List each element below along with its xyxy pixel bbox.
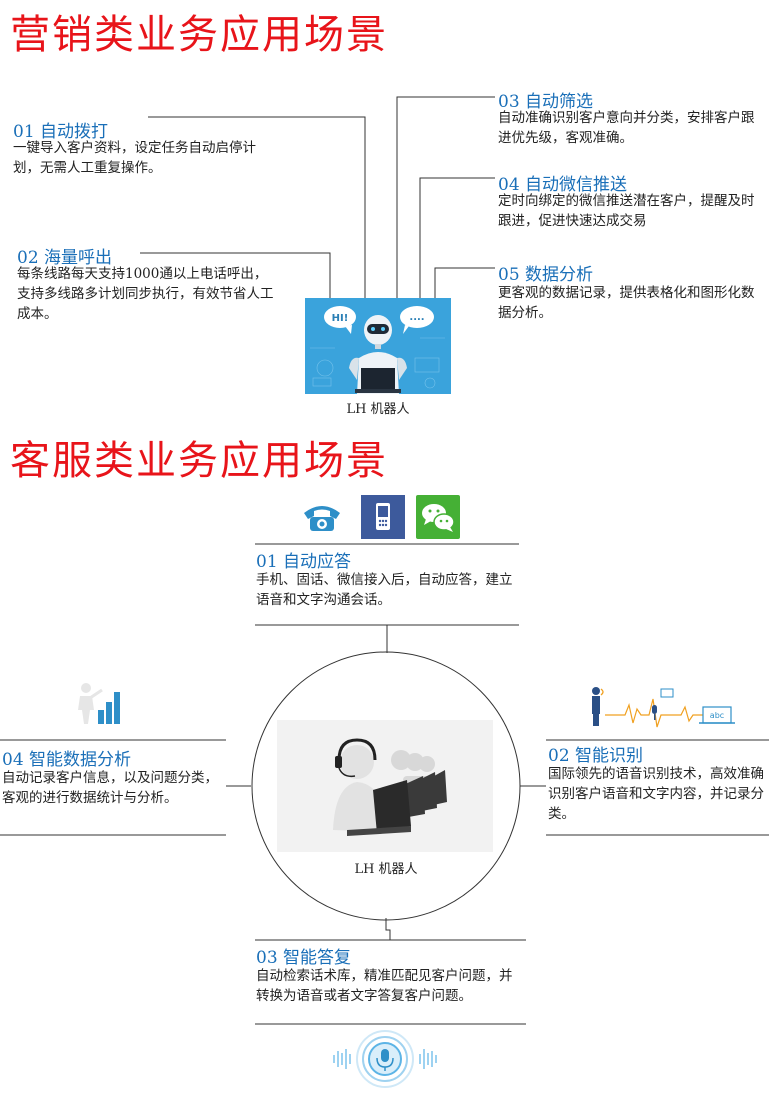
marketing-item-title-01: 01 自动拨打	[13, 122, 109, 142]
marketing-item-title-04: 04 自动微信推送	[498, 175, 628, 195]
marketing-item-desc-05: 更客观的数据记录，提供表格化和图形化数据分析。	[498, 285, 755, 321]
marketing-section-title: 营销类业务应用场景	[10, 12, 388, 58]
marketing-item-desc-04: 定时向绑定的微信推送潜在客户，提醒及时跟进，促进快速达成交易	[498, 193, 755, 229]
service-robot-caption: LH 机器人	[354, 862, 418, 877]
service-item-title-04: 04 智能数据分析	[2, 750, 132, 770]
service-item-title-01: 01 自动应答	[256, 552, 352, 572]
abc-label: abc	[710, 711, 724, 720]
marketing-item-desc-03: 自动准确识别客户意向并分类，安排客户跟进优先级，客观准确。	[498, 110, 755, 146]
service-item-title-03: 03 智能答复	[256, 948, 352, 968]
bubble-right-text: ....	[409, 312, 424, 323]
service-item-desc-03: 自动检索话术库，精准匹配见客户问题，并转换为语音或者文字答复客户问题。	[256, 968, 513, 1004]
mobile-phone-icon	[361, 495, 405, 539]
service-item-title-02: 02 智能识别	[548, 746, 644, 766]
marketing-item-desc-02: 每条线路每天支持1000通以上电话呼出，支持多线路多计划同步执行，有效节省人工成…	[17, 266, 274, 322]
service-item-desc-04: 自动记录客户信息，以及问题分类，客观的进行数据统计与分析。	[2, 770, 218, 806]
data-analysis-chart-icon	[78, 683, 120, 724]
voice-recognition-icon: abc	[592, 687, 735, 728]
marketing-item-title-02: 02 海量呼出	[17, 248, 113, 268]
microphone-voice-icon	[333, 1030, 437, 1088]
marketing-item-title-03: 03 自动筛选	[498, 92, 594, 112]
marketing-robot-caption: LH 机器人	[346, 402, 410, 417]
bubble-left-text: HI!	[332, 313, 349, 324]
landline-phone-icon	[304, 506, 340, 531]
marketing-item-title-05: 05 数据分析	[498, 265, 594, 285]
service-item-desc-02: 国际领先的语音识别技术，高效准确识别客户语音和文字内容，并记录分类。	[548, 766, 764, 822]
wechat-icon	[416, 495, 460, 539]
call-center-agents-icon	[277, 720, 493, 852]
center-circle	[251, 651, 521, 921]
marketing-connector-lines	[140, 96, 495, 300]
service-section-title: 客服类业务应用场景	[10, 438, 388, 484]
robot-laptop-icon: HI! ....	[305, 298, 451, 394]
service-item-desc-01: 手机、固话、微信接入后，自动应答，建立语音和文字沟通会话。	[256, 572, 513, 608]
marketing-item-desc-01: 一键导入客户资料，设定任务自动启停计划，无需人工重复操作。	[13, 140, 256, 176]
